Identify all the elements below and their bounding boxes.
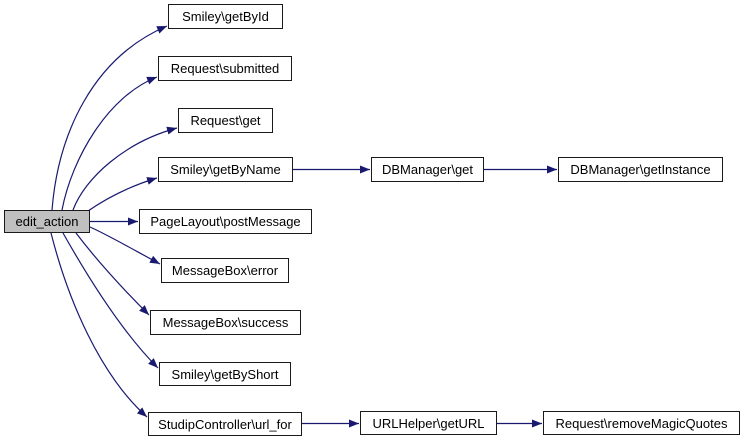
node-messagebox-error[interactable]: MessageBox\error bbox=[161, 258, 289, 283]
node-dbmanager-getinstance[interactable]: DBManager\getInstance bbox=[558, 157, 723, 182]
edge-edit-action-to-smiley-getbyshort bbox=[62, 232, 159, 369]
edge-edit-action-to-messagebox-success bbox=[75, 232, 150, 316]
edge-edit-action-to-studipcontroller-url-for bbox=[50, 232, 148, 418]
node-urlhelper-geturl[interactable]: URLHelper\getURL bbox=[360, 411, 497, 435]
node-edit-action: edit_action bbox=[4, 210, 90, 233]
node-smiley-getbyid[interactable]: Smiley\getById bbox=[168, 4, 283, 29]
node-smiley-getbyname[interactable]: Smiley\getByName bbox=[158, 157, 293, 182]
node-studipcontroller-url-for[interactable]: StudipController\url_for bbox=[148, 412, 302, 436]
node-messagebox-success[interactable]: MessageBox\success bbox=[150, 310, 301, 335]
node-smiley-getbyshort[interactable]: Smiley\getByShort bbox=[159, 362, 291, 386]
edge-edit-action-to-smiley-getbyname bbox=[87, 177, 158, 212]
edge-edit-action-to-smiley-getbyid bbox=[51, 25, 168, 211]
node-request-submitted[interactable]: Request\submitted bbox=[158, 56, 292, 81]
node-dbmanager-get[interactable]: DBManager\get bbox=[371, 157, 484, 182]
node-request-get[interactable]: Request\get bbox=[178, 108, 273, 133]
node-pagelayout-postmessage[interactable]: PageLayout\postMessage bbox=[139, 209, 312, 234]
edge-edit-action-to-request-submitted bbox=[61, 76, 158, 211]
node-request-removemagicquotes[interactable]: Request\removeMagicQuotes bbox=[543, 411, 740, 435]
